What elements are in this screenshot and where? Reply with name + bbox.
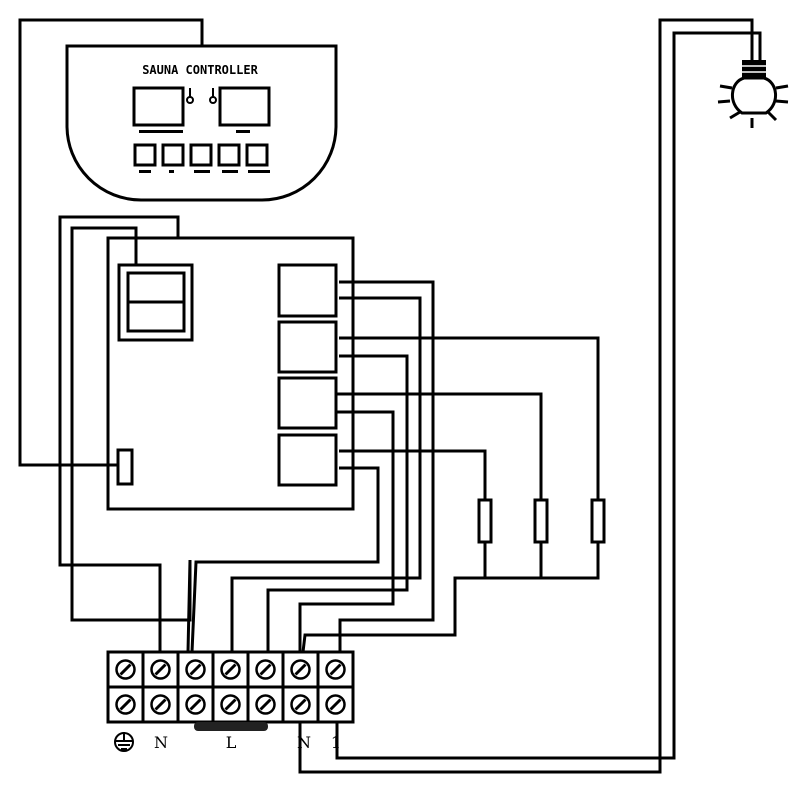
terminal-label-n2: N [297,733,311,752]
light-bulb-icon [717,60,789,128]
wire-lamp-2 [335,31,762,760]
heating-element-icon [533,498,549,544]
button-2-mark [169,170,174,173]
display-right-underline [236,130,250,133]
wire-relay1-out [338,280,435,652]
wire-ground-loop [58,215,180,652]
wire-relay3-in [298,410,395,652]
wire-relay4-return [190,466,380,653]
sensor-connector [116,448,134,486]
controller-button-1[interactable] [133,143,157,167]
heating-elements [477,498,606,544]
terminal-screw-icon [220,694,241,715]
wire-relay2-out [339,336,600,500]
heating-element-icon [477,498,493,544]
controller-button-3[interactable] [189,143,213,167]
button-4-mark [222,170,238,173]
controller-button-5[interactable] [245,143,269,167]
hygrometer-icon [209,88,217,104]
button-3-mark [194,170,210,173]
button-1-mark [139,170,151,173]
wires [18,18,762,774]
wire-neutral-loop [70,226,192,653]
relay-2 [277,320,338,374]
wire-relay4-out [339,449,487,500]
heating-element-icon [590,498,606,544]
wire-sensor [18,18,204,467]
wire-heater-return [301,576,541,653]
terminal-screw-icon [325,659,346,680]
wire-lamp-1 [298,18,754,774]
terminal-bridge [194,722,268,731]
ground-symbol-icon [114,732,134,752]
terminal-screw-icon [255,659,276,680]
relay-1 [277,263,338,318]
controller-button-4[interactable] [217,143,241,167]
terminal-screw-icon [115,694,136,715]
wire-relay1-in [230,296,422,652]
control-board [106,236,355,511]
controller-button-2[interactable] [161,143,185,167]
controller-title: SAUNA CONTROLLER [142,63,258,77]
thermometer-icon [186,88,194,104]
button-5-mark [248,170,270,173]
terminal-screw-icon [325,694,346,715]
terminal-screw-icon [115,659,136,680]
terminal-screw-icon [150,694,171,715]
terminal-label-n1: N [154,733,168,752]
display-left-underline [139,130,183,133]
terminal-screw-icon [255,694,276,715]
terminal-label-1: 1 [331,733,341,752]
terminal-screw-icon [185,694,206,715]
terminal-screws [115,659,346,715]
relay-4 [277,433,338,487]
sauna-controller-panel: SAUNA CONTROLLER [65,44,338,202]
controller-display-right [218,86,271,127]
terminal-block [106,650,355,731]
terminal-screw-icon [290,659,311,680]
terminal-screw-icon [185,659,206,680]
wire-relay3-out [316,392,543,500]
controller-display-left [132,86,185,127]
terminal-label-l: L [226,733,237,752]
terminal-screw-icon [150,659,171,680]
wire-relay2-in [266,354,409,652]
terminal-screw-icon [290,694,311,715]
relay-3 [277,376,338,430]
terminal-screw-icon [220,659,241,680]
